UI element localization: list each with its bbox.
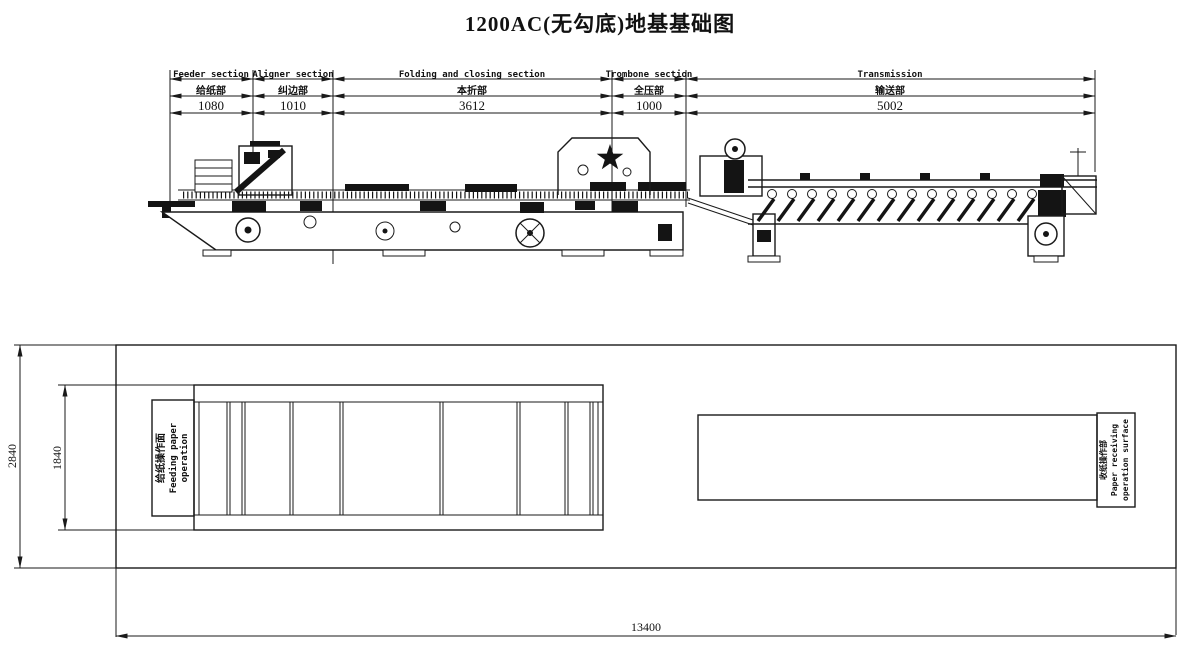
machine-side-view <box>148 137 1097 263</box>
section-length: 1080 <box>198 98 224 113</box>
trombone-assembly <box>687 138 763 226</box>
receiving-label-en2: operation surface <box>1120 419 1130 501</box>
dim-outer-height-value: 2840 <box>5 444 19 468</box>
section-name-en: Feeder section <box>173 69 249 80</box>
dimension-total-length: 13400 <box>115 620 1177 639</box>
section-name-en: Transmission <box>857 69 922 80</box>
folding-assembly <box>557 137 651 195</box>
delivery-conveyor <box>748 148 1097 225</box>
dim-total-length-value: 13400 <box>631 620 661 634</box>
section-name-en: Aligner section <box>252 69 333 80</box>
section-length: 1000 <box>636 98 662 113</box>
receiving-label-zh: 收纸操作部 <box>1098 440 1108 480</box>
machine-footprint <box>193 384 604 531</box>
foundation-plan-view: 给纸操作面 Feeding paper operation 收纸操作部 Pape… <box>5 344 1177 639</box>
dim-inner-height-value: 1840 <box>50 446 64 470</box>
handwheel <box>515 218 545 248</box>
foundation-outline <box>115 344 1177 569</box>
section-length: 5002 <box>877 98 903 113</box>
feeding-operation-label: 给纸操作面 Feeding paper operation <box>151 399 195 517</box>
section-name-zh: 纠边部 <box>278 84 308 97</box>
receiving-operation-label: 收纸操作部 Paper receiving operation surface <box>1096 412 1136 508</box>
feeder-assembly <box>194 141 293 196</box>
conveyor-footprint <box>697 414 1098 501</box>
support-leg <box>747 213 781 263</box>
section-name-en: Folding and closing section <box>399 69 545 80</box>
star-wheel <box>596 144 624 170</box>
section-name-zh: 给纸部 <box>196 84 226 97</box>
feeding-label-zh: 给纸操作面 <box>154 433 167 483</box>
section-name-en: Trombone section <box>606 69 693 80</box>
section-name-zh: 输送部 <box>875 84 905 97</box>
section-name-zh: 本折部 <box>457 84 487 97</box>
feed-board <box>148 201 195 207</box>
receiving-label-en1: Paper receiving <box>1109 424 1119 496</box>
drawing-title: 1200AC(无勾底)地基基础图 <box>464 12 736 36</box>
dimension-outer-height: 2840 <box>5 344 116 569</box>
conveyor-end-leg <box>1027 215 1065 263</box>
dimension-inner-height: 1840 <box>50 384 194 531</box>
section-length: 1010 <box>280 98 306 113</box>
section-length: 3612 <box>459 98 485 113</box>
section-name-zh: 全压部 <box>633 84 664 97</box>
section-dimension-table: Feeder section 给纸部 1080 Aligner section … <box>169 69 1096 264</box>
feeding-label-en2: operation <box>179 434 190 483</box>
feeding-label-en1: Feeding paper <box>168 422 179 493</box>
